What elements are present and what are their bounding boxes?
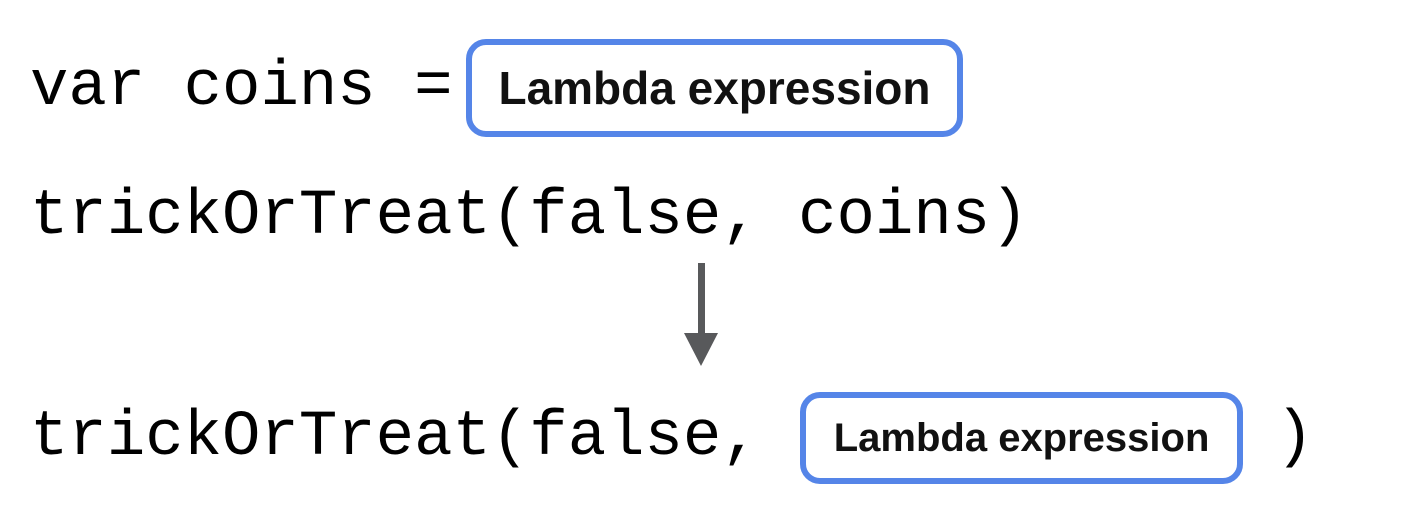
code-text-trickortreat-coins: trickOrTreat(false, coins) xyxy=(30,181,1029,253)
down-arrow-shaft xyxy=(697,263,705,333)
code-line-call-with-variable: trickOrTreat(false, coins) xyxy=(30,172,1029,262)
code-line-call-with-lambda: trickOrTreat(false, Lambda expression ) xyxy=(30,388,1314,488)
code-text-closing-paren: ) xyxy=(1275,402,1314,474)
code-line-var-declaration: var coins = Lambda expression xyxy=(30,38,963,138)
lambda-expression-box-bottom: Lambda expression xyxy=(799,392,1244,484)
down-arrow-icon xyxy=(680,263,722,367)
lambda-expression-box-top: Lambda expression xyxy=(466,39,963,137)
code-text-trickortreat-open: trickOrTreat(false, xyxy=(30,402,760,474)
down-arrow-head xyxy=(684,333,718,366)
code-text-var-coins: var coins = xyxy=(30,52,453,124)
